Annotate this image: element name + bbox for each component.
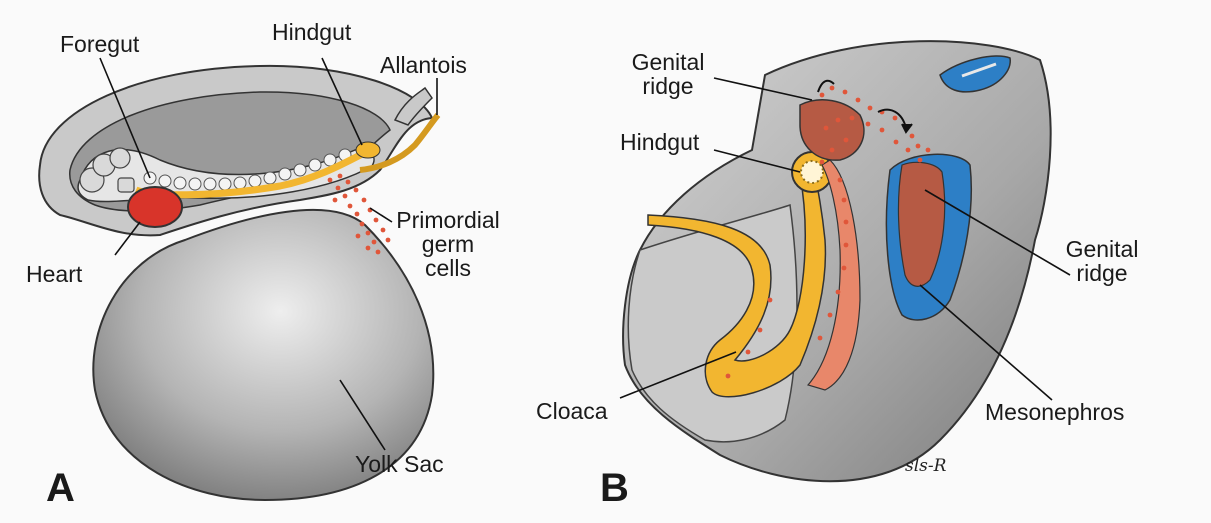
primordial-germ-cells-line-1: Primordial (388, 208, 508, 232)
genital-ridge-right-label: Genital ridge (1060, 237, 1144, 285)
hindgut-pocket (356, 142, 380, 158)
genital-ridge-top-line-1: Genital (626, 50, 710, 74)
genital-ridge-right-line-1: Genital (1060, 237, 1144, 261)
genital-ridge-right-line-2: ridge (1060, 261, 1144, 285)
heart-shape (128, 187, 182, 227)
allantois-label: Allantois (380, 53, 467, 77)
primordial-germ-cells-line-2: germ (388, 232, 508, 256)
foregut-label: Foregut (60, 32, 139, 56)
primordial-germ-cells-line-3: cells (388, 256, 508, 280)
genital-ridge-top-label: Genital ridge (626, 50, 710, 98)
hindgut-label-a: Hindgut (272, 20, 351, 44)
artist-signature: sls-R (905, 456, 946, 476)
primordial-germ-cells-label: Primordial germ cells (388, 208, 508, 280)
yolk-sac-label: Yolk Sac (355, 452, 444, 476)
panel-a-drawing (39, 58, 438, 500)
mesonephros-label: Mesonephros (985, 400, 1124, 424)
hindgut-label-b: Hindgut (620, 130, 699, 154)
cloaca-label: Cloaca (536, 399, 608, 423)
panel-b-letter: B (600, 466, 629, 511)
genital-ridge-top-line-2: ridge (626, 74, 710, 98)
hindgut-lumen (801, 161, 823, 183)
heart-label: Heart (26, 262, 82, 286)
panel-a-letter: A (46, 466, 75, 511)
